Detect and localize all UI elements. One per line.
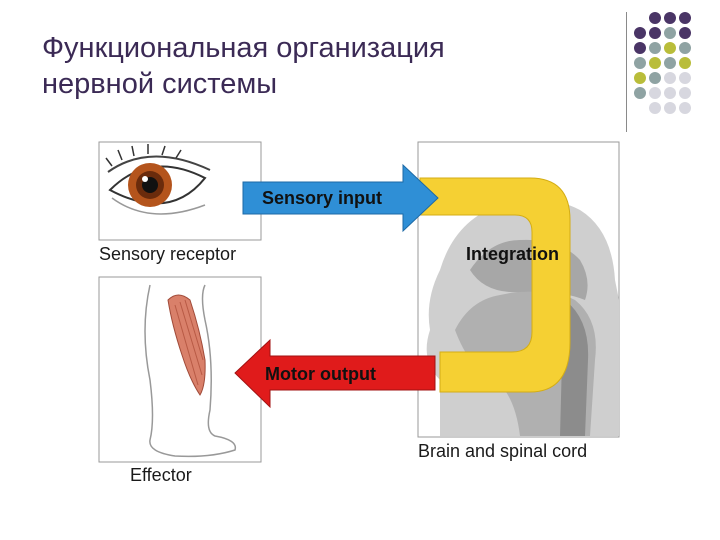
sensory-input-arrow — [242, 163, 439, 233]
decorative-dot — [679, 12, 691, 24]
brain-spinal-label: Brain and spinal cord — [418, 441, 588, 461]
decorative-dot — [664, 42, 676, 54]
decorative-dot — [664, 72, 676, 84]
decorative-dot — [664, 87, 676, 99]
decorative-dot — [679, 27, 691, 39]
decorative-dot — [664, 102, 676, 114]
motor-output-label: Motor output — [265, 364, 376, 384]
slide-title-line1: Функциональная организация — [42, 32, 445, 64]
decorative-dot — [664, 27, 676, 39]
decorative-dot — [649, 72, 661, 84]
decorative-dot — [679, 102, 691, 114]
slide-title: Функциональная организация нервной систе… — [42, 30, 602, 102]
sensory-input-label: Sensory input — [262, 188, 382, 208]
motor-output-arrow — [234, 338, 436, 409]
decorative-dot — [634, 72, 646, 84]
decorative-dot — [649, 102, 661, 114]
decorative-dot — [634, 42, 646, 54]
integration-loop — [419, 177, 571, 393]
leg-muscle-icon — [144, 284, 237, 458]
decorative-dot — [634, 57, 646, 69]
decorative-dot — [649, 87, 661, 99]
eye-icon — [105, 144, 211, 215]
decorative-dot — [649, 12, 661, 24]
decorative-dot — [634, 27, 646, 39]
decorative-dot — [634, 87, 646, 99]
decorative-dot — [649, 57, 661, 69]
decorative-dot — [649, 42, 661, 54]
decorative-dot — [649, 27, 661, 39]
decorative-dot — [664, 57, 676, 69]
integration-label: Integration — [466, 244, 559, 264]
decorative-dot — [679, 42, 691, 54]
slide-title-line2: нервной системы — [42, 68, 278, 100]
decorative-dot — [679, 72, 691, 84]
decorative-divider — [626, 12, 627, 132]
sensory-receptor-label: Sensory receptor — [99, 244, 237, 264]
decorative-dot — [679, 87, 691, 99]
decorative-dot — [664, 12, 676, 24]
effector-label: Effector — [130, 465, 192, 485]
decorative-dot — [679, 57, 691, 69]
